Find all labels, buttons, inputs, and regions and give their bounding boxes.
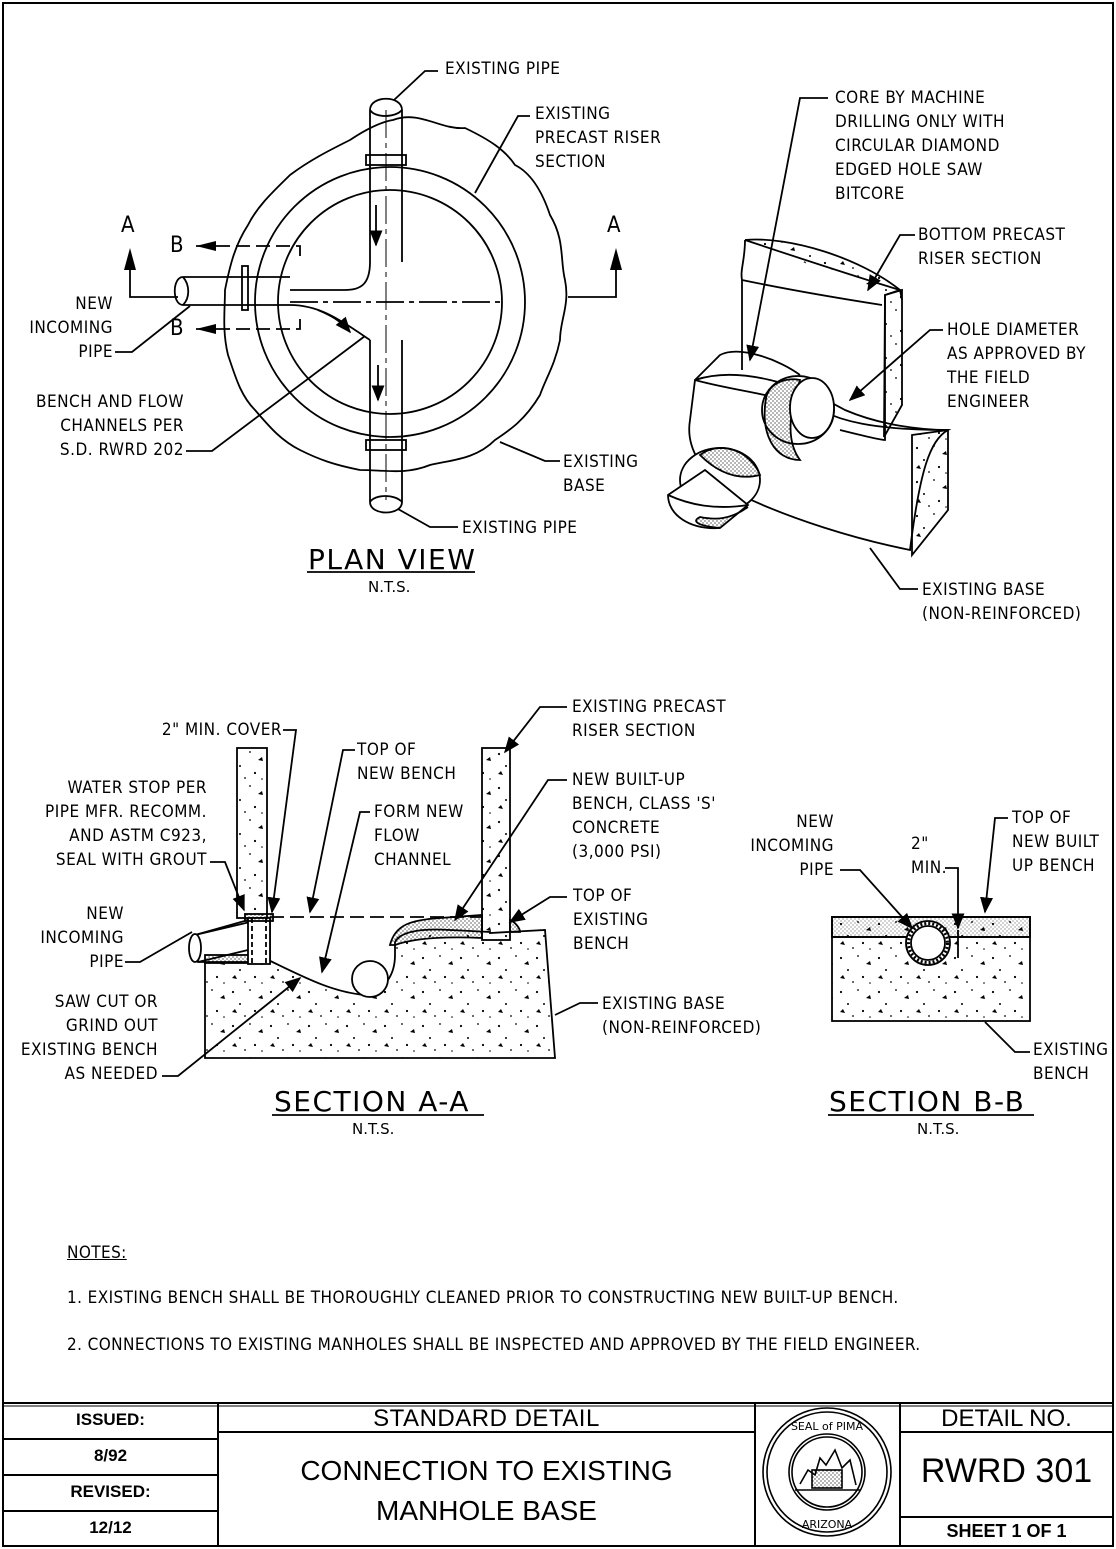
iso-view-drawing: [667, 97, 952, 590]
label-existing-pipe-bottom: EXISTING PIPE: [462, 518, 578, 538]
label-section-b-bottom: B: [170, 316, 185, 341]
label-core-drilling: CORE BY MACHINE DRILLING ONLY WITH CIRCU…: [835, 88, 1006, 204]
issued-date: 8/92: [93, 1446, 128, 1465]
label-bb-existing-bench: EXISTING BENCH: [1033, 1040, 1109, 1084]
section-aa-scale: N.T.S.: [352, 1120, 395, 1138]
label-water-stop: WATER STOP PER PIPE MFR. RECOMM. AND AST…: [45, 778, 207, 870]
label-hole-diameter: HOLE DIAMETER AS APPROVED BY THE FIELD E…: [947, 320, 1086, 412]
detail-title-line1: CONNECTION TO EXISTING: [300, 1455, 673, 1486]
label-aa-existing-riser: EXISTING PRECAST RISER SECTION: [572, 697, 727, 741]
label-saw-cut: SAW CUT OR GRIND OUT EXISTING BENCH AS N…: [20, 992, 158, 1084]
label-bb-min: 2" MIN.: [911, 834, 947, 878]
seal-logo: SEAL of PIMA ARIZONA: [762, 1407, 892, 1537]
label-existing-riser: EXISTING PRECAST RISER SECTION: [535, 104, 662, 172]
revised-date: 12/12: [89, 1518, 132, 1537]
label-top-existing-bench: TOP OF EXISTING BENCH: [573, 886, 649, 954]
revised-label: REVISED:: [70, 1482, 151, 1501]
issued-label: ISSUED:: [76, 1410, 145, 1429]
label-section-b-top: B: [170, 233, 185, 258]
label-bench-channels: BENCH AND FLOW CHANNELS PER S.D. RWRD 20…: [35, 392, 184, 460]
label-top-new-bench: TOP OF NEW BENCH: [357, 740, 457, 784]
note-item-2: 2. CONNECTIONS TO EXISTING MANHOLES SHAL…: [67, 1335, 921, 1355]
label-section-a-left: A: [121, 213, 136, 238]
plan-view-arrows: [124, 241, 622, 334]
label-bottom-riser: BOTTOM PRECAST RISER SECTION: [918, 225, 1066, 269]
svg-text:ARIZONA: ARIZONA: [802, 1518, 853, 1531]
svg-text:SEAL of PIMA: SEAL of PIMA: [791, 1420, 864, 1433]
label-new-incoming-pipe: NEW INCOMING PIPE: [29, 294, 113, 362]
label-iso-existing-base: EXISTING BASE (NON-REINFORCED): [922, 580, 1082, 624]
label-existing-base: EXISTING BASE: [563, 452, 639, 496]
detail-no-label: DETAIL NO.: [941, 1405, 1072, 1432]
standard-detail-header: STANDARD DETAIL: [373, 1405, 600, 1432]
section-bb-drawing: [828, 817, 1034, 1116]
label-aa-new-incoming-pipe: NEW INCOMING PIPE: [40, 904, 124, 972]
sheet-number: SHEET 1 OF 1: [946, 1521, 1067, 1541]
label-form-channel: FORM NEW FLOW CHANNEL: [374, 802, 464, 870]
section-aa-title: SECTION A-A: [274, 1085, 470, 1118]
plan-view-title: PLAN VIEW: [308, 543, 477, 576]
section-aa-drawing: [125, 706, 598, 1116]
label-aa-existing-base: EXISTING BASE (NON-REINFORCED): [602, 994, 762, 1038]
label-min-cover: 2" MIN. COVER: [161, 720, 282, 740]
section-bb-title: SECTION B-B: [829, 1085, 1026, 1118]
section-bb-scale: N.T.S.: [917, 1120, 960, 1138]
label-bb-top-new-bench: TOP OF NEW BUILT UP BENCH: [1012, 808, 1100, 876]
label-section-a-right: A: [607, 213, 622, 238]
detail-number: RWRD 301: [920, 1452, 1093, 1490]
note-item-1: 1. EXISTING BENCH SHALL BE THOROUGHLY CL…: [67, 1288, 899, 1308]
plan-view-drawing: [115, 70, 617, 573]
label-bb-new-incoming-pipe: NEW INCOMING PIPE: [750, 812, 834, 880]
label-existing-pipe-top: EXISTING PIPE: [445, 59, 561, 79]
detail-title-line2: MANHOLE BASE: [376, 1495, 597, 1526]
notes-heading: NOTES:: [67, 1243, 127, 1263]
label-new-bench: NEW BUILT-UP BENCH, CLASS 'S' CONCRETE (…: [572, 770, 716, 862]
plan-view-scale: N.T.S.: [368, 578, 411, 596]
title-block-lines: [3, 1402, 1113, 1546]
